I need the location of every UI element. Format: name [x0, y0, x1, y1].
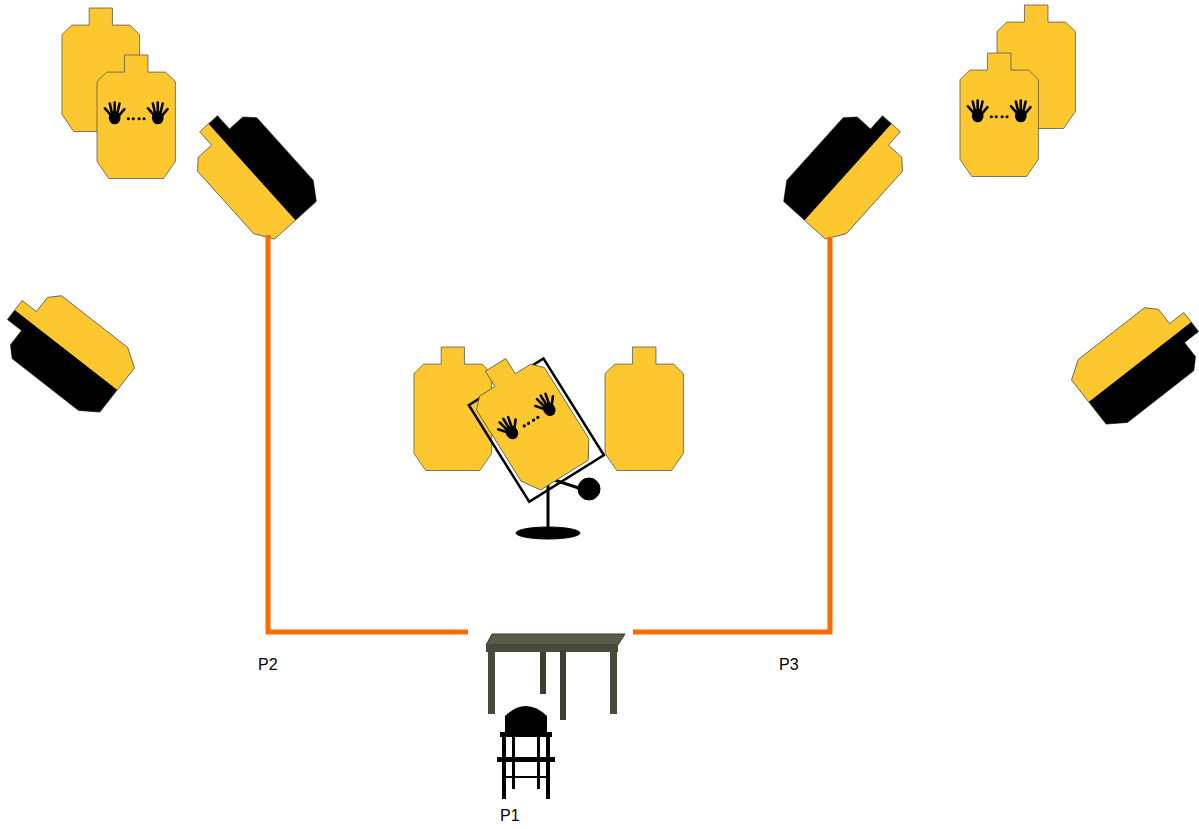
- fault-line: [633, 237, 830, 632]
- position-label: P1: [500, 807, 520, 825]
- chair: [497, 706, 555, 799]
- position-label: P2: [258, 656, 278, 674]
- partial-target: [764, 87, 925, 251]
- no-shoot-target: [960, 53, 1038, 177]
- partial-target: [175, 87, 336, 251]
- fault-line: [268, 235, 468, 632]
- partial-target: [0, 275, 146, 432]
- no-shoot-target: [97, 55, 175, 179]
- position-label: P3: [779, 656, 799, 674]
- partial-target: [1060, 287, 1199, 444]
- swinger-no-shoot: [458, 342, 604, 502]
- table: [486, 634, 625, 720]
- target: [605, 347, 683, 471]
